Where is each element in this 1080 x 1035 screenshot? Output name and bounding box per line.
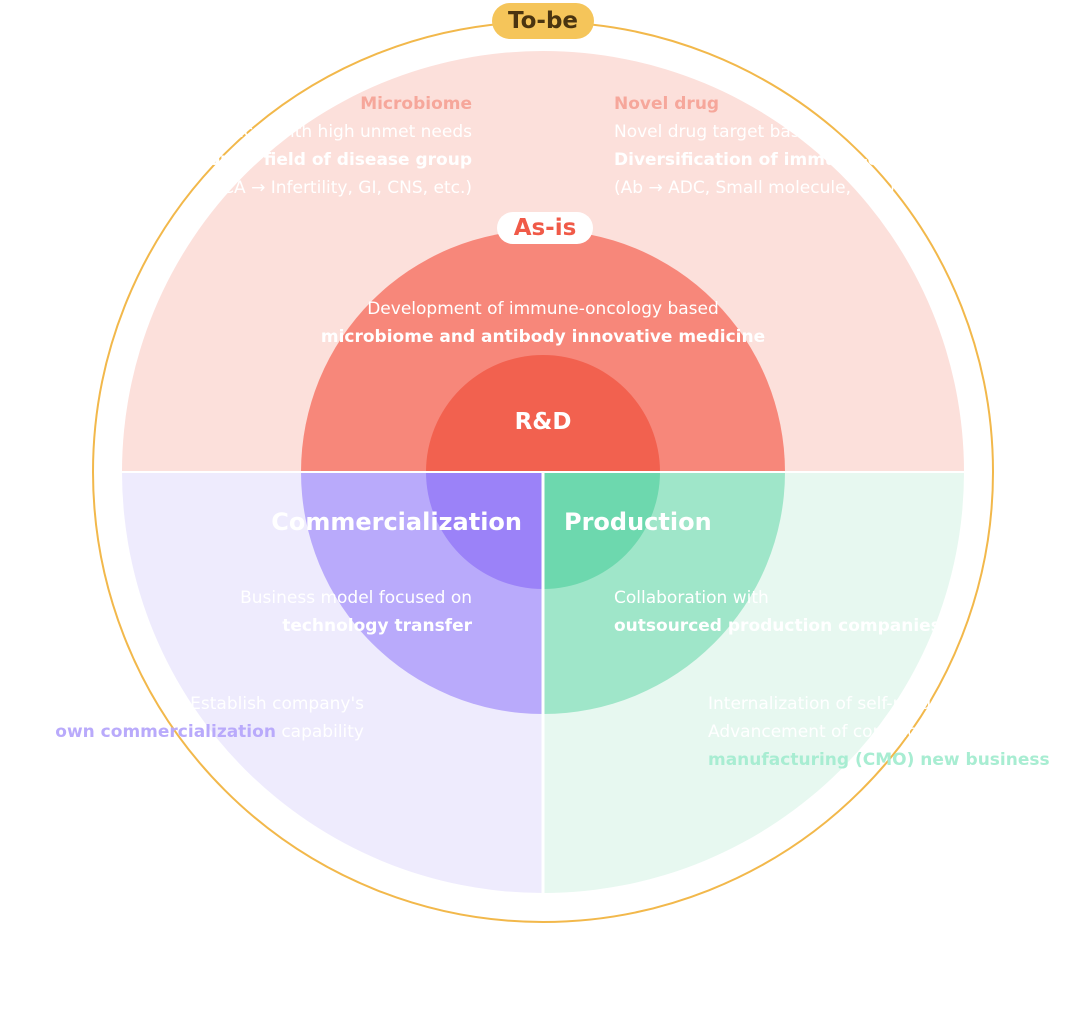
tobe-microbiome-line1: Cancer with high unmet needs	[210, 122, 472, 142]
tobe-noveldrug-line3: (Ab → ADC, Small molecule, etc.)	[614, 178, 895, 198]
tobe-microbiome-line2: Expansion to field of disease group	[134, 150, 472, 170]
tobe-production-block: Internalization of self-production Advan…	[708, 690, 1080, 774]
tobe-microbiome-block: Microbiome Cancer with high unmet needs …	[134, 90, 472, 202]
tobe-commercialization-block: Establish company's own commercializatio…	[55, 690, 364, 746]
center-rnd-label: R&D	[514, 409, 572, 435]
asis-production-block: Collaboration with outsourced production…	[614, 584, 1080, 640]
asis-prod-line1: Collaboration with	[614, 588, 769, 608]
commercialization-label: Commercialization	[271, 508, 522, 536]
tobe-prod-line2: Advancement of contract	[708, 722, 924, 742]
asis-rnd-line1: Development of immune-oncology based	[367, 299, 719, 319]
asis-rnd-line2: microbiome and antibody innovative medic…	[320, 327, 766, 347]
tobe-noveldrug-line2: Diversification of immune-oncology modal…	[614, 150, 1044, 170]
asis-badge: As-is	[497, 212, 593, 244]
inner-commercialization-sector	[426, 472, 543, 589]
tobe-noveldrug-title: Novel drug	[614, 94, 720, 114]
asis-commercialization-block: Business model focused on technology tra…	[240, 584, 472, 640]
asis-comm-line2: technology transfer	[282, 616, 472, 636]
tobe-prod-line3: manufacturing (CMO) new business	[708, 750, 1050, 770]
asis-comm-line1: Business model focused on	[240, 588, 472, 608]
tobe-microbiome-line3: (CA → Infertility, GI, CNS, etc.)	[215, 178, 472, 198]
production-label: Production	[564, 508, 712, 536]
inner-rnd-sector	[426, 355, 660, 472]
tobe-noveldrug-line1: Novel drug target based	[614, 122, 821, 142]
tobe-badge: To-be	[492, 3, 594, 39]
tobe-noveldrug-block: Novel drug Novel drug target based Diver…	[614, 90, 1080, 202]
tobe-microbiome-title: Microbiome	[360, 94, 472, 114]
tobe-comm-line1: Establish company's	[190, 694, 364, 714]
tobe-comm-line2-bold: own commercialization	[55, 722, 276, 742]
tobe-prod-line1: Internalization of self-production	[708, 694, 984, 714]
tobe-comm-line2-rest: capability	[275, 722, 364, 742]
mid-rnd-sector	[301, 230, 785, 472]
asis-prod-line2: outsourced production companies	[614, 616, 941, 636]
asis-rnd-block: Development of immune-oncology based mic…	[243, 295, 843, 351]
inner-production-sector	[543, 472, 660, 589]
